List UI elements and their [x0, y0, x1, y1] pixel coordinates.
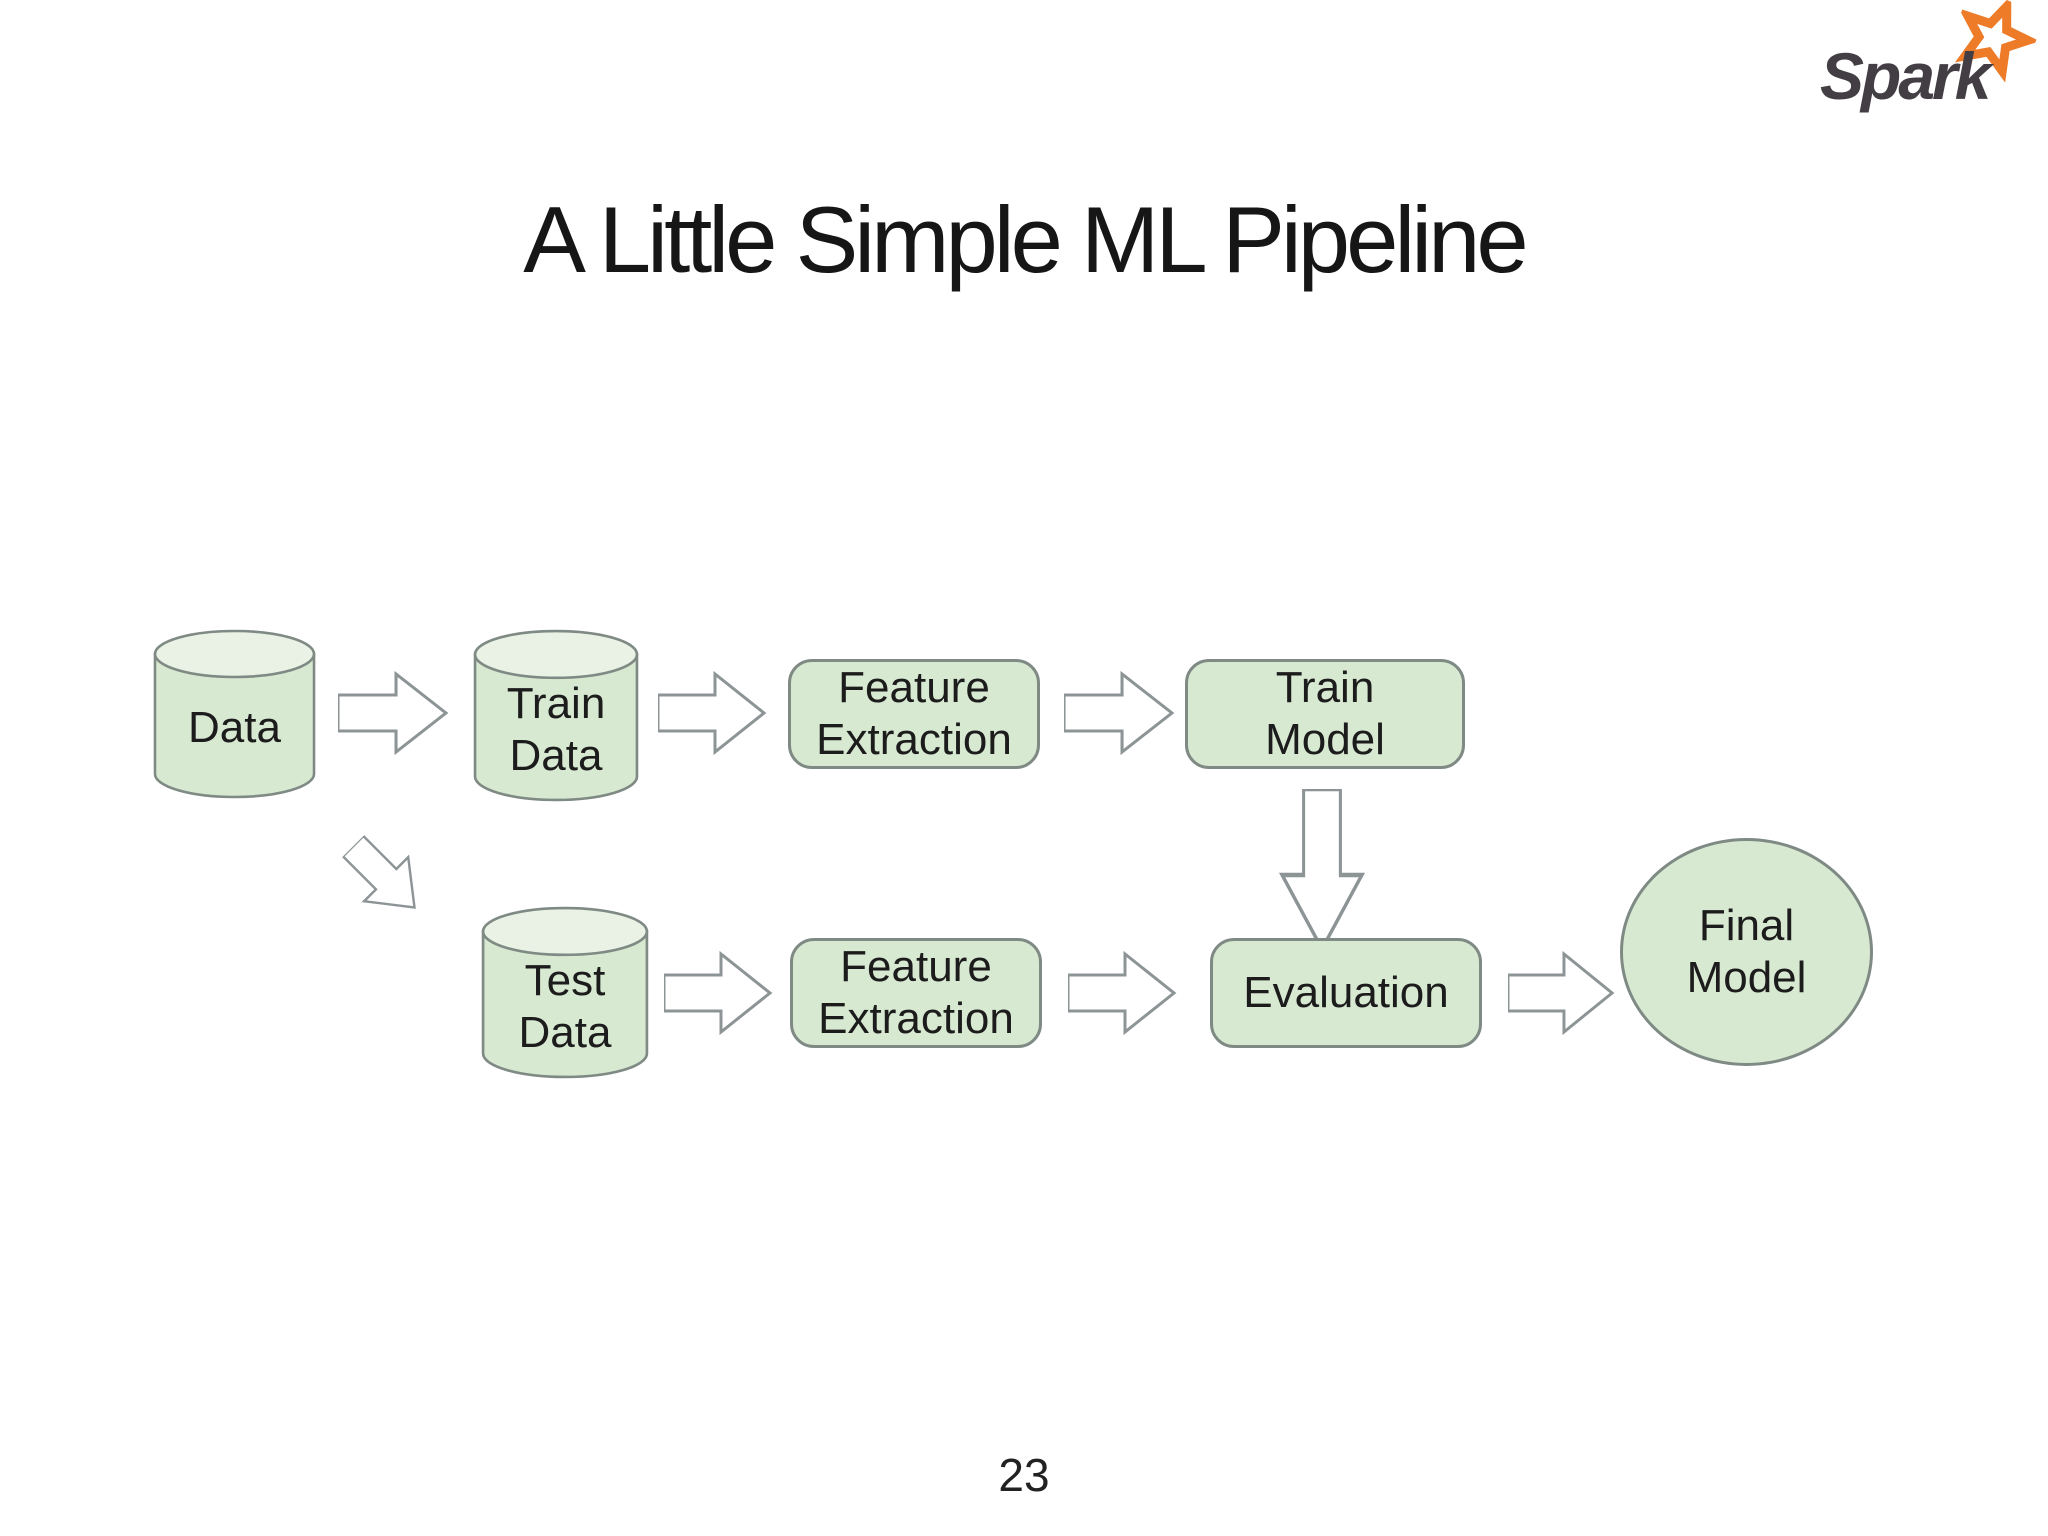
right-arrow-icon: [1508, 950, 1615, 1036]
diagonal-arrow-icon: [341, 834, 416, 909]
right-arrow-icon: [664, 950, 773, 1036]
node-final-model-label: Final Model: [1686, 901, 1807, 1002]
down-arrow-icon: [1278, 789, 1366, 953]
spark-logo-text: Spark: [1820, 39, 1991, 113]
cylinder-shape: [481, 906, 649, 1079]
arrow-test-data-to-feature-extraction: [664, 948, 774, 1038]
right-arrow-icon: [1068, 950, 1177, 1036]
right-arrow-icon: [658, 670, 767, 756]
node-evaluation-label: Evaluation: [1243, 968, 1449, 1018]
node-feature-extraction-train: Feature Extraction: [788, 659, 1040, 769]
cylinder-shape: [473, 629, 639, 802]
node-train-data: Train Data: [472, 628, 640, 803]
node-feature-extraction-train-label: Feature Extraction: [816, 663, 1012, 764]
node-train-model-label: Train Model: [1265, 663, 1385, 764]
node-feature-extraction-test-label: Feature Extraction: [818, 942, 1014, 1043]
arrow-train-data-to-feature-extraction: [658, 668, 768, 758]
node-data-label: Data: [188, 703, 281, 753]
node-final-model: Final Model: [1620, 838, 1873, 1066]
spark-logo: Spark: [1820, 0, 2040, 116]
arrow-data-to-test-data: [328, 821, 443, 936]
page-title: A Little Simple ML Pipeline: [523, 187, 1528, 292]
arrow-data-to-train-data: [338, 668, 450, 758]
arrow-train-model-to-evaluation: [1276, 789, 1368, 955]
node-feature-extraction-test: Feature Extraction: [790, 938, 1042, 1048]
page-number: 23: [998, 1449, 1050, 1501]
node-train-data-label: Train Data: [506, 678, 606, 780]
arrow-feature-extraction-to-evaluation: [1068, 948, 1178, 1038]
node-data: Data: [152, 628, 317, 800]
arrow-feature-extraction-to-train-model: [1064, 668, 1176, 758]
right-arrow-icon: [1064, 670, 1175, 756]
right-arrow-icon: [338, 670, 449, 756]
arrow-evaluation-to-final-model: [1508, 948, 1616, 1038]
node-test-data-label: Test Data: [518, 955, 612, 1057]
node-train-model: Train Model: [1185, 659, 1465, 769]
cylinder-shape: [153, 629, 316, 799]
node-test-data: Test Data: [480, 905, 650, 1080]
node-evaluation: Evaluation: [1210, 938, 1482, 1048]
spark-star-icon: [1954, 0, 2040, 83]
